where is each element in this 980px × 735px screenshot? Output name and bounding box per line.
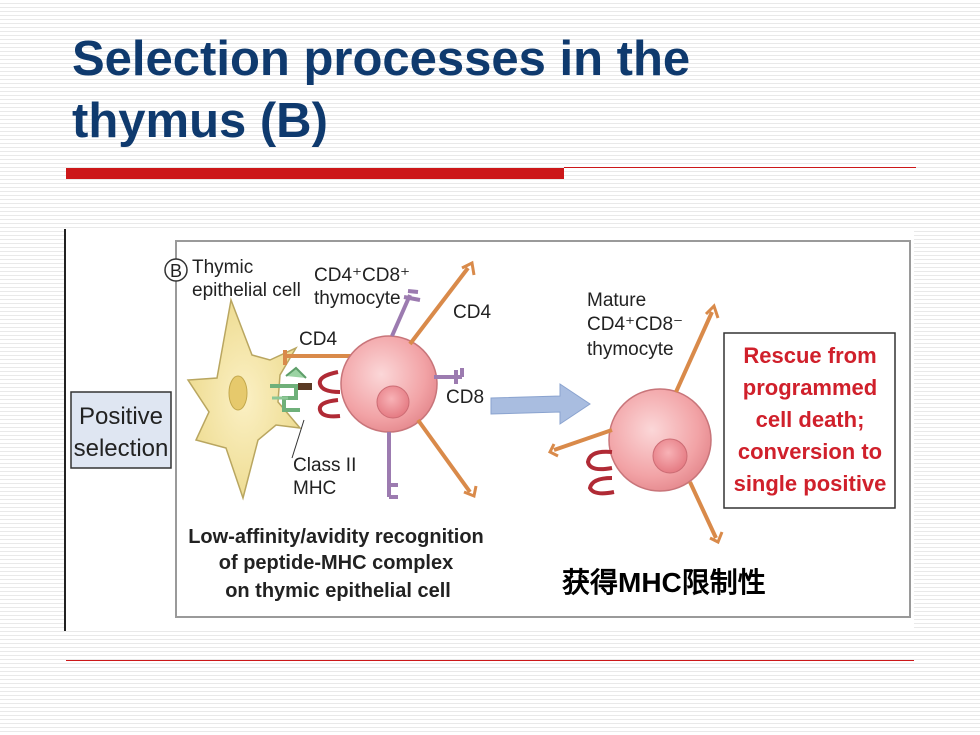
cd8-coreceptor-upper [390,289,421,337]
peptide-icon [298,383,312,390]
mature-label-line3: thymocyte [587,339,674,360]
rescue-line2: programmed [743,375,877,400]
mature-tcr-icon [585,449,615,496]
mature-cd4-lower [688,481,718,539]
mature-nucleus [652,438,688,474]
rescue-line3: cell death; [756,407,865,432]
panel-letter-badge: B [164,258,188,282]
cd4-label-left: CD4 [299,329,337,350]
class-ii-mhc-icon [270,366,307,412]
recognition-caption-line2: of peptide-MHC complex [219,552,453,574]
recognition-caption-line1: Low-affinity/avidity recognition [188,526,484,548]
positive-selection-box [70,391,172,469]
thymic-cell-label-line2: epithelial cell [192,280,301,301]
recognition-caption-line3: on thymic epithelial cell [225,580,451,602]
cd8-coreceptor-lower [387,432,398,499]
rescue-line1: Rescue from [743,343,876,368]
slide-title: Selection processes in the thymus (B) [72,28,912,152]
cd8-label: CD8 [446,387,484,408]
mhc-pointer-line [291,419,305,459]
double-positive-nucleus [376,385,410,419]
slide-title-line1: Selection processes in the [72,32,691,86]
slide-title-line2: thymus (B) [72,94,328,148]
maturation-arrow [490,383,591,425]
panel-letter: B [170,261,182,281]
cd8-coreceptor-right [434,368,464,384]
epithelial-nucleus [228,375,248,411]
positive-selection-line2: selection [74,435,169,462]
figure-left-border [64,229,66,631]
positive-selection-line1: Positive [79,403,163,430]
title-underline-thick [66,168,564,179]
mhc-label-line1: Class II [293,455,356,476]
mature-thymocyte [608,388,712,492]
cd4-coreceptor-upper [408,266,470,346]
mature-label-line1: Mature [587,290,646,311]
thymic-cell-label-line1: Thymic [192,257,253,278]
mature-cd4-upper [674,311,714,393]
title-underline-thin [564,167,916,168]
cd4-coreceptor-lower [416,418,472,494]
tcr-receptor-icon [317,370,341,419]
mhc-label-line2: MHC [293,478,336,499]
thymocyte-label-line1: CD4⁺CD8⁺ [314,265,410,286]
mature-label-line2: CD4⁺CD8⁻ [587,314,683,335]
rescue-box [723,332,896,509]
rescue-line5: single positive [734,471,887,496]
footer-rule [66,660,914,661]
mature-cd4-left [553,428,613,452]
thymocyte-label-line2: thymocyte [314,288,401,309]
rescue-line4: conversion to [738,439,882,464]
cd4-label-right: CD4 [453,302,491,323]
chinese-annotation: 获得MHC限制性 [562,567,766,598]
